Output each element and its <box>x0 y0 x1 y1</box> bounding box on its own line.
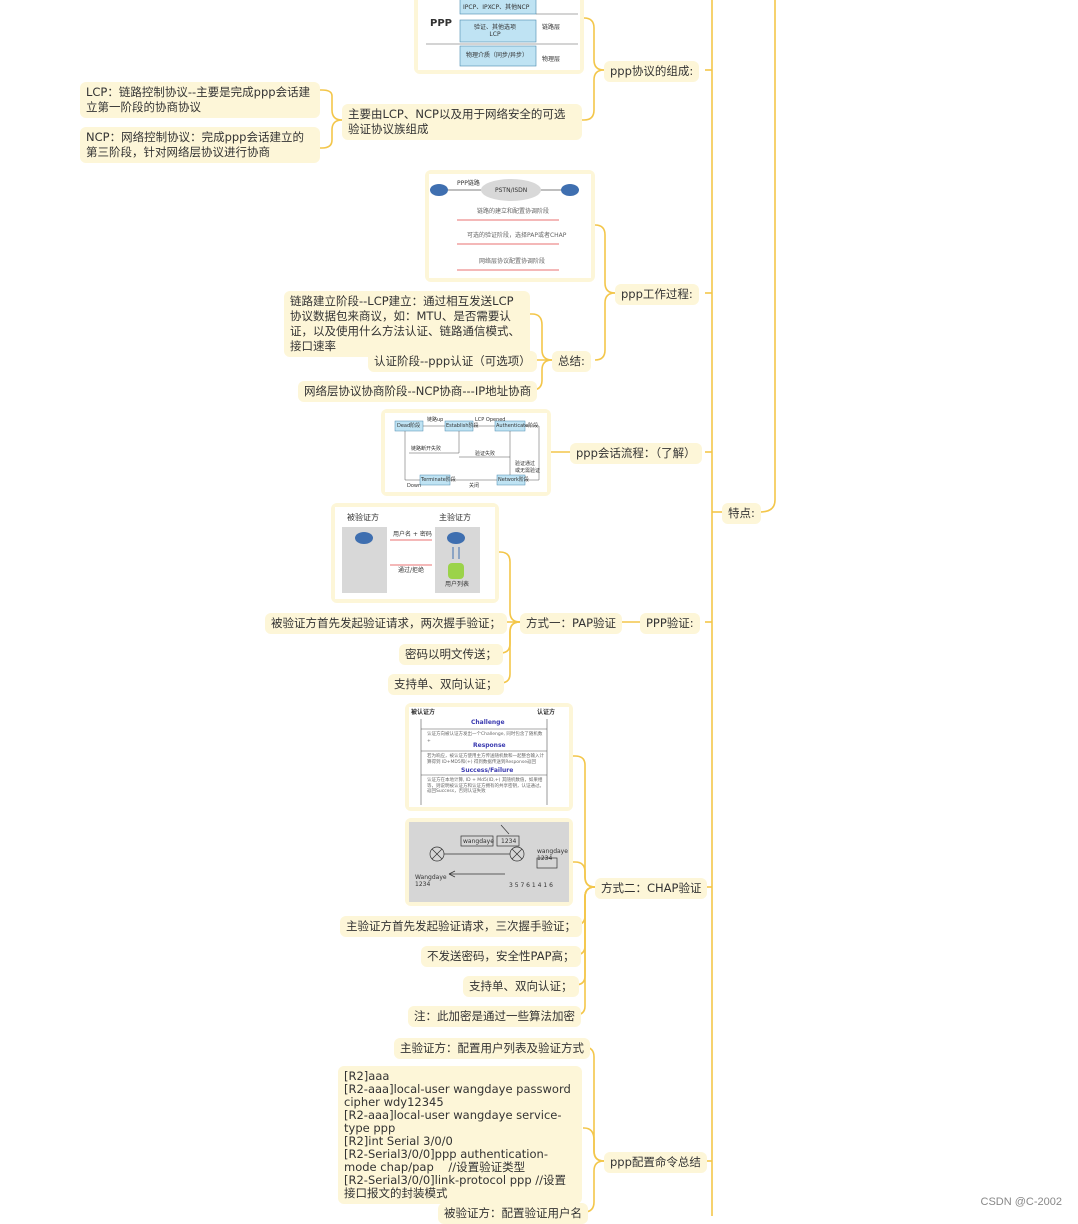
hand-b: 1234 <box>501 838 516 845</box>
node-chap-1[interactable]: 主验证方首先发起验证请求，三次握手验证； <box>340 916 582 937</box>
ppp-session-flow-image: Dead阶段 Establish阶段 Authenticate阶段 Termin… <box>381 409 551 496</box>
flow-edge7: 关闭 <box>469 483 479 490</box>
node-stage3[interactable]: 网络层协议协商阶段--NCP协商---IP地址协商 <box>298 381 537 402</box>
node-pap-2[interactable]: 密码以明文传送； <box>399 644 503 665</box>
chap-image: 被认证方 认证方 Challenge 认证方向被认证方发出一个Challenge… <box>405 703 573 811</box>
work-link-label: PPP链路 <box>457 180 480 187</box>
flow-terminate: Terminate阶段 <box>421 477 456 484</box>
flow-authenticate: Authenticate阶段 <box>496 423 538 430</box>
node-chap[interactable]: 方式二：CHAP验证 <box>595 878 707 899</box>
hand-c: Wangdaye 1234 <box>415 874 447 888</box>
node-chap-4[interactable]: 注：此加密是通过一些算法加密 <box>408 1006 581 1027</box>
flow-edge6: Down <box>407 483 421 490</box>
node-stage1[interactable]: 链路建立阶段--LCP建立：通过相互发送LCP协议数据包来商议，如：MTU、是否… <box>284 291 530 357</box>
node-chap-2[interactable]: 不发送密码，安全性PAP高； <box>421 946 581 967</box>
work-stage3: 网络层协议配置协调阶段 <box>479 258 545 265</box>
work-cloud-label: PSTN/ISDN <box>495 187 527 194</box>
node-config-main[interactable]: 主验证方：配置用户列表及验证方式 <box>394 1038 590 1059</box>
node-features[interactable]: 特点: <box>722 503 761 524</box>
ppp-stack-image: PPP IPCP、IPXCP、其他NCP 验证、其他选项 LCP 物理介质（同步… <box>414 0 584 74</box>
pap-peer-label: 被验证方 <box>347 513 379 522</box>
flow-edge5: 验证通过 或无需验证 <box>515 461 540 475</box>
ppp-row2: 验证、其他选项 LCP <box>474 24 516 38</box>
pap-image: 被验证方 主验证方 用户名 + 密码 通过/拒绝 用户列表 <box>331 503 499 603</box>
node-pap-1[interactable]: 被验证方首先发起验证请求，两次握手验证； <box>265 613 507 634</box>
ppp-row3: 物理介质（同步/异步） <box>466 52 528 59</box>
flow-dead: Dead阶段 <box>397 423 420 430</box>
work-stage1: 链路的建立和配置协调阶段 <box>477 208 549 215</box>
node-ncp[interactable]: NCP：网络控制协议：完成ppp会话建立的第三阶段，针对网络层协议进行协商 <box>80 127 320 163</box>
watermark: CSDN @C-2002 <box>981 1196 1062 1208</box>
node-ppp-composition[interactable]: ppp协议的组成: <box>604 61 699 82</box>
chap-h2: Response <box>473 742 506 749</box>
node-composition-main[interactable]: 主要由LCP、NCP以及用于网络安全的可选验证协议族组成 <box>342 104 582 140</box>
node-ppp-auth[interactable]: PPP验证: <box>640 613 700 634</box>
chap-left-label: 被认证方 <box>411 709 435 716</box>
node-config[interactable]: ppp配置命令总结 <box>604 1152 707 1173</box>
chap-handwritten-image: wangdaye 1234 Wangdaye 1234 wangdaye 123… <box>405 818 573 906</box>
ppp-work-image: PPP链路 PSTN/ISDN 链路的建立和配置协调阶段 可选的验证阶段，选择P… <box>425 170 595 282</box>
work-stage2: 可选的验证阶段，选择PAP或者CHAP <box>467 232 566 239</box>
flow-establish: Establish阶段 <box>446 423 479 430</box>
pap-msg2: 通过/拒绝 <box>398 567 424 574</box>
node-pap[interactable]: 方式一：PAP验证 <box>520 613 622 634</box>
pap-msg1: 用户名 + 密码 <box>393 531 432 538</box>
flow-edge1: 链路up <box>427 417 443 424</box>
chap-h1: Challenge <box>471 719 505 726</box>
ppp-label: PPP <box>430 18 452 29</box>
node-ppp-work-process[interactable]: ppp工作过程: <box>615 284 699 305</box>
node-stage2[interactable]: 认证阶段--ppp认证（可选项） <box>368 351 537 372</box>
chap-h3: Success/Failure <box>461 767 513 774</box>
node-session-flow[interactable]: ppp会话流程：（了解） <box>570 443 702 464</box>
chap-right-label: 认证方 <box>537 709 555 716</box>
pap-main-label: 主验证方 <box>439 513 471 522</box>
node-summary[interactable]: 总结: <box>552 351 591 372</box>
node-pap-3[interactable]: 支持单、双向认证； <box>388 674 504 695</box>
ppp-side-link: 链路层 <box>542 24 560 31</box>
node-lcp[interactable]: LCP：链路控制协议--主要是完成ppp会话建立第一阶段的协商协议 <box>80 82 320 118</box>
flow-edge4: 验证失败 <box>475 451 495 458</box>
chap-t3: 认证方在本地计算, ID + Md5(ID,+) 其随机数值，如果相等，则说明被… <box>427 778 547 795</box>
node-chap-3[interactable]: 支持单、双向认证； <box>463 976 579 997</box>
hand-d: wangdaye 1234 <box>537 848 568 862</box>
ppp-row1: IPCP、IPXCP、其他NCP <box>463 4 529 11</box>
flow-network: Network阶段 <box>498 477 529 484</box>
chap-t2: 若为响应，被认证方使用主方传送随机数和一起整合输入计算得到 ID+MD5和(+)… <box>427 754 547 765</box>
hand-a: wangdaye <box>463 838 494 845</box>
flow-edge3: 链路断开失败 <box>411 446 441 453</box>
hand-e: 3 5 7 6 1 4 1 6 <box>509 882 553 889</box>
flow-edge2: LCP Opened <box>475 417 506 424</box>
pap-db-label: 用户列表 <box>445 581 469 588</box>
node-config-commands[interactable]: [R2]aaa [R2-aaa]local-user wangdaye pass… <box>338 1066 582 1204</box>
ppp-side-phys: 物理层 <box>542 56 560 63</box>
node-config-peer[interactable]: 被验证方：配置验证用户名 <box>438 1203 588 1224</box>
